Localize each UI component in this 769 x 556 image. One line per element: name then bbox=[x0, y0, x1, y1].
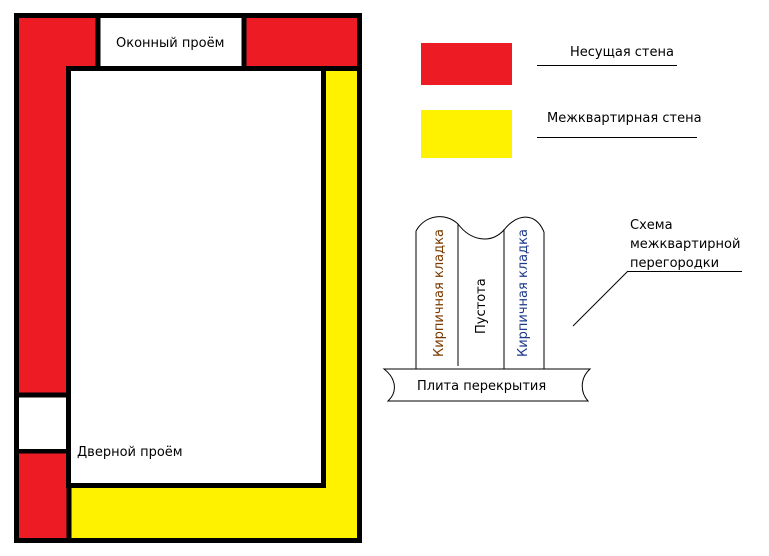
legend: Несущая стена Межквартирная стена bbox=[421, 43, 702, 158]
layer-void: Пустота bbox=[474, 278, 489, 334]
load-bearing-wall-left bbox=[17, 16, 69, 394]
legend-label-inter-apartment: Межквартирная стена bbox=[547, 111, 702, 126]
window-label: Оконный проём bbox=[116, 36, 224, 51]
scheme-title-line: Схема bbox=[630, 218, 673, 233]
outer-wall-outline bbox=[14, 13, 362, 543]
legend-swatch-load-bearing bbox=[421, 43, 512, 85]
slab-label: Плита перекрытия bbox=[417, 379, 546, 394]
scheme-title-line: перегородки bbox=[630, 256, 719, 271]
door-opening bbox=[19, 398, 66, 449]
inter-apartment-wall-right bbox=[323, 69, 358, 539]
room-plan: Оконный проём Дверной проём bbox=[14, 13, 362, 543]
scheme-title-line: межквартирной bbox=[630, 237, 740, 252]
callout-leader-line bbox=[572, 270, 629, 327]
layer-brick-left: Кирпичная кладка bbox=[432, 229, 447, 357]
legend-label-load-bearing: Несущая стена bbox=[570, 45, 674, 60]
partition-top-break bbox=[415, 216, 545, 240]
partition-scheme bbox=[382, 216, 742, 402]
floor-slab bbox=[382, 368, 592, 402]
load-bearing-wall-top-right bbox=[245, 16, 358, 69]
layer-brick-right: Кирпичная кладка bbox=[516, 229, 531, 357]
room-outline bbox=[66, 66, 326, 488]
inter-apartment-wall-bottom bbox=[69, 487, 358, 539]
load-bearing-wall-bottom-left bbox=[17, 453, 69, 539]
door-label: Дверной проём bbox=[77, 445, 183, 460]
legend-swatch-inter-apartment bbox=[421, 110, 512, 158]
